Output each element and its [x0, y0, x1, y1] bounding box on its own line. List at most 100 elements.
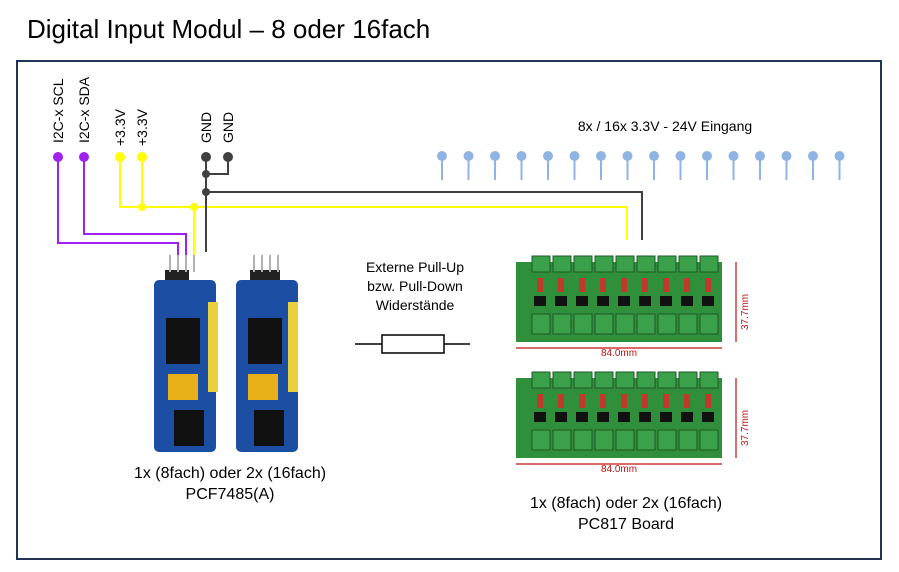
resistor-symbol [355, 334, 470, 354]
resistor-part [537, 394, 543, 408]
optocoupler [681, 296, 693, 306]
gnd-wires [205, 157, 643, 252]
optocoupler [576, 296, 588, 306]
terminal-block [573, 371, 593, 389]
resistor-part [663, 394, 669, 408]
resistor-part [537, 278, 543, 292]
optocoupler [660, 412, 672, 422]
input-terminal [596, 151, 606, 161]
i2c-wires [57, 157, 187, 268]
gnd-terminal-a [201, 152, 211, 162]
terminal-block [636, 313, 656, 335]
board-width-label-1: 84.0mm [600, 348, 638, 359]
terminal-block [657, 255, 677, 273]
scl-terminal [53, 152, 63, 162]
board-width-label-2: 84.0mm [600, 464, 638, 475]
optocoupler [639, 296, 651, 306]
resistor-part [558, 278, 564, 292]
gnd-terminal-b [223, 152, 233, 162]
resistor-part [558, 394, 564, 408]
terminal-block [699, 371, 719, 389]
gnd-label-b: GND [220, 111, 236, 143]
pcf-board-1 [154, 255, 218, 452]
resistor-part [705, 394, 711, 408]
input-terminal [755, 151, 765, 161]
terminal-block [552, 371, 572, 389]
terminal-block [699, 255, 719, 273]
sda-terminal [79, 152, 89, 162]
resistor-part [579, 394, 585, 408]
input-terminal [702, 151, 712, 161]
terminal-block [552, 313, 572, 335]
input-terminal [516, 151, 527, 161]
terminal-block [573, 429, 593, 451]
terminal-block [594, 371, 614, 389]
terminal-block [552, 429, 572, 451]
pc817-board-2 [516, 371, 737, 465]
terminal-block [594, 313, 614, 335]
terminal-block [615, 313, 635, 335]
input-terminal [463, 151, 474, 161]
input-terminal [675, 151, 686, 161]
scl-wire [57, 157, 179, 268]
pc817-caption: 1x (8fach) oder 2x (16fach) PC817 Board [529, 495, 723, 533]
optocoupler [702, 412, 714, 422]
pcf-caption: 1x (8fach) oder 2x (16fach) PCF7485(A) [133, 465, 327, 503]
pc817-board-1 [516, 255, 737, 349]
terminal-block [531, 255, 551, 273]
terminal-block [657, 371, 677, 389]
resistor-part [684, 394, 690, 408]
optocoupler [597, 296, 609, 306]
input-terminal [437, 151, 447, 161]
terminal-block [531, 371, 551, 389]
sda-label: I2C-x SDA [76, 76, 92, 143]
resistor-part [600, 278, 606, 292]
resistor-part [684, 278, 690, 292]
v33-terminal-b [137, 152, 147, 162]
terminal-block [531, 429, 551, 451]
input-terminal [622, 151, 633, 161]
terminal-block [594, 255, 614, 273]
inputs-label: 8x / 16x 3.3V - 24V Eingang [577, 118, 753, 134]
resistor-part [621, 278, 627, 292]
terminal-block [678, 255, 698, 273]
resistor-part [642, 278, 648, 292]
v33-junction-b [190, 203, 198, 211]
terminal-block [531, 313, 551, 335]
v33-junction-a [138, 203, 146, 211]
v33-wire-a [119, 157, 195, 268]
terminal-block [636, 255, 656, 273]
board-height-label-2: 37.7mm [740, 409, 751, 446]
terminal-block [573, 313, 593, 335]
diagram-frame [16, 60, 882, 560]
input-terminal [728, 151, 739, 161]
input-terminal [569, 151, 580, 161]
terminal-block [615, 371, 635, 389]
terminal-block [699, 313, 719, 335]
resistor-part [663, 278, 669, 292]
optocoupler [618, 296, 630, 306]
terminal-block [615, 255, 635, 273]
terminal-block [678, 429, 698, 451]
gnd-to-board [206, 191, 643, 240]
optocoupler [660, 296, 672, 306]
v33-terminal-a [115, 152, 125, 162]
input-terminal [781, 151, 792, 161]
board-height-label-1: 37.7mm [740, 293, 751, 330]
input-terminal [649, 151, 659, 161]
optocoupler [681, 412, 693, 422]
resistor-part [642, 394, 648, 408]
diagram-title: Digital Input Modul – 8 oder 16fach [27, 14, 431, 44]
optocoupler [576, 412, 588, 422]
optocoupler [555, 412, 567, 422]
terminal-block [678, 313, 698, 335]
optocoupler [618, 412, 630, 422]
input-terminal [834, 151, 845, 161]
terminal-block [657, 313, 677, 335]
resistor-label: Externe Pull-Up bzw. Pull-Down Widerstän… [365, 259, 465, 313]
optocoupler [534, 296, 546, 306]
terminal-block [678, 371, 698, 389]
optocoupler [702, 296, 714, 306]
optocoupler [597, 412, 609, 422]
